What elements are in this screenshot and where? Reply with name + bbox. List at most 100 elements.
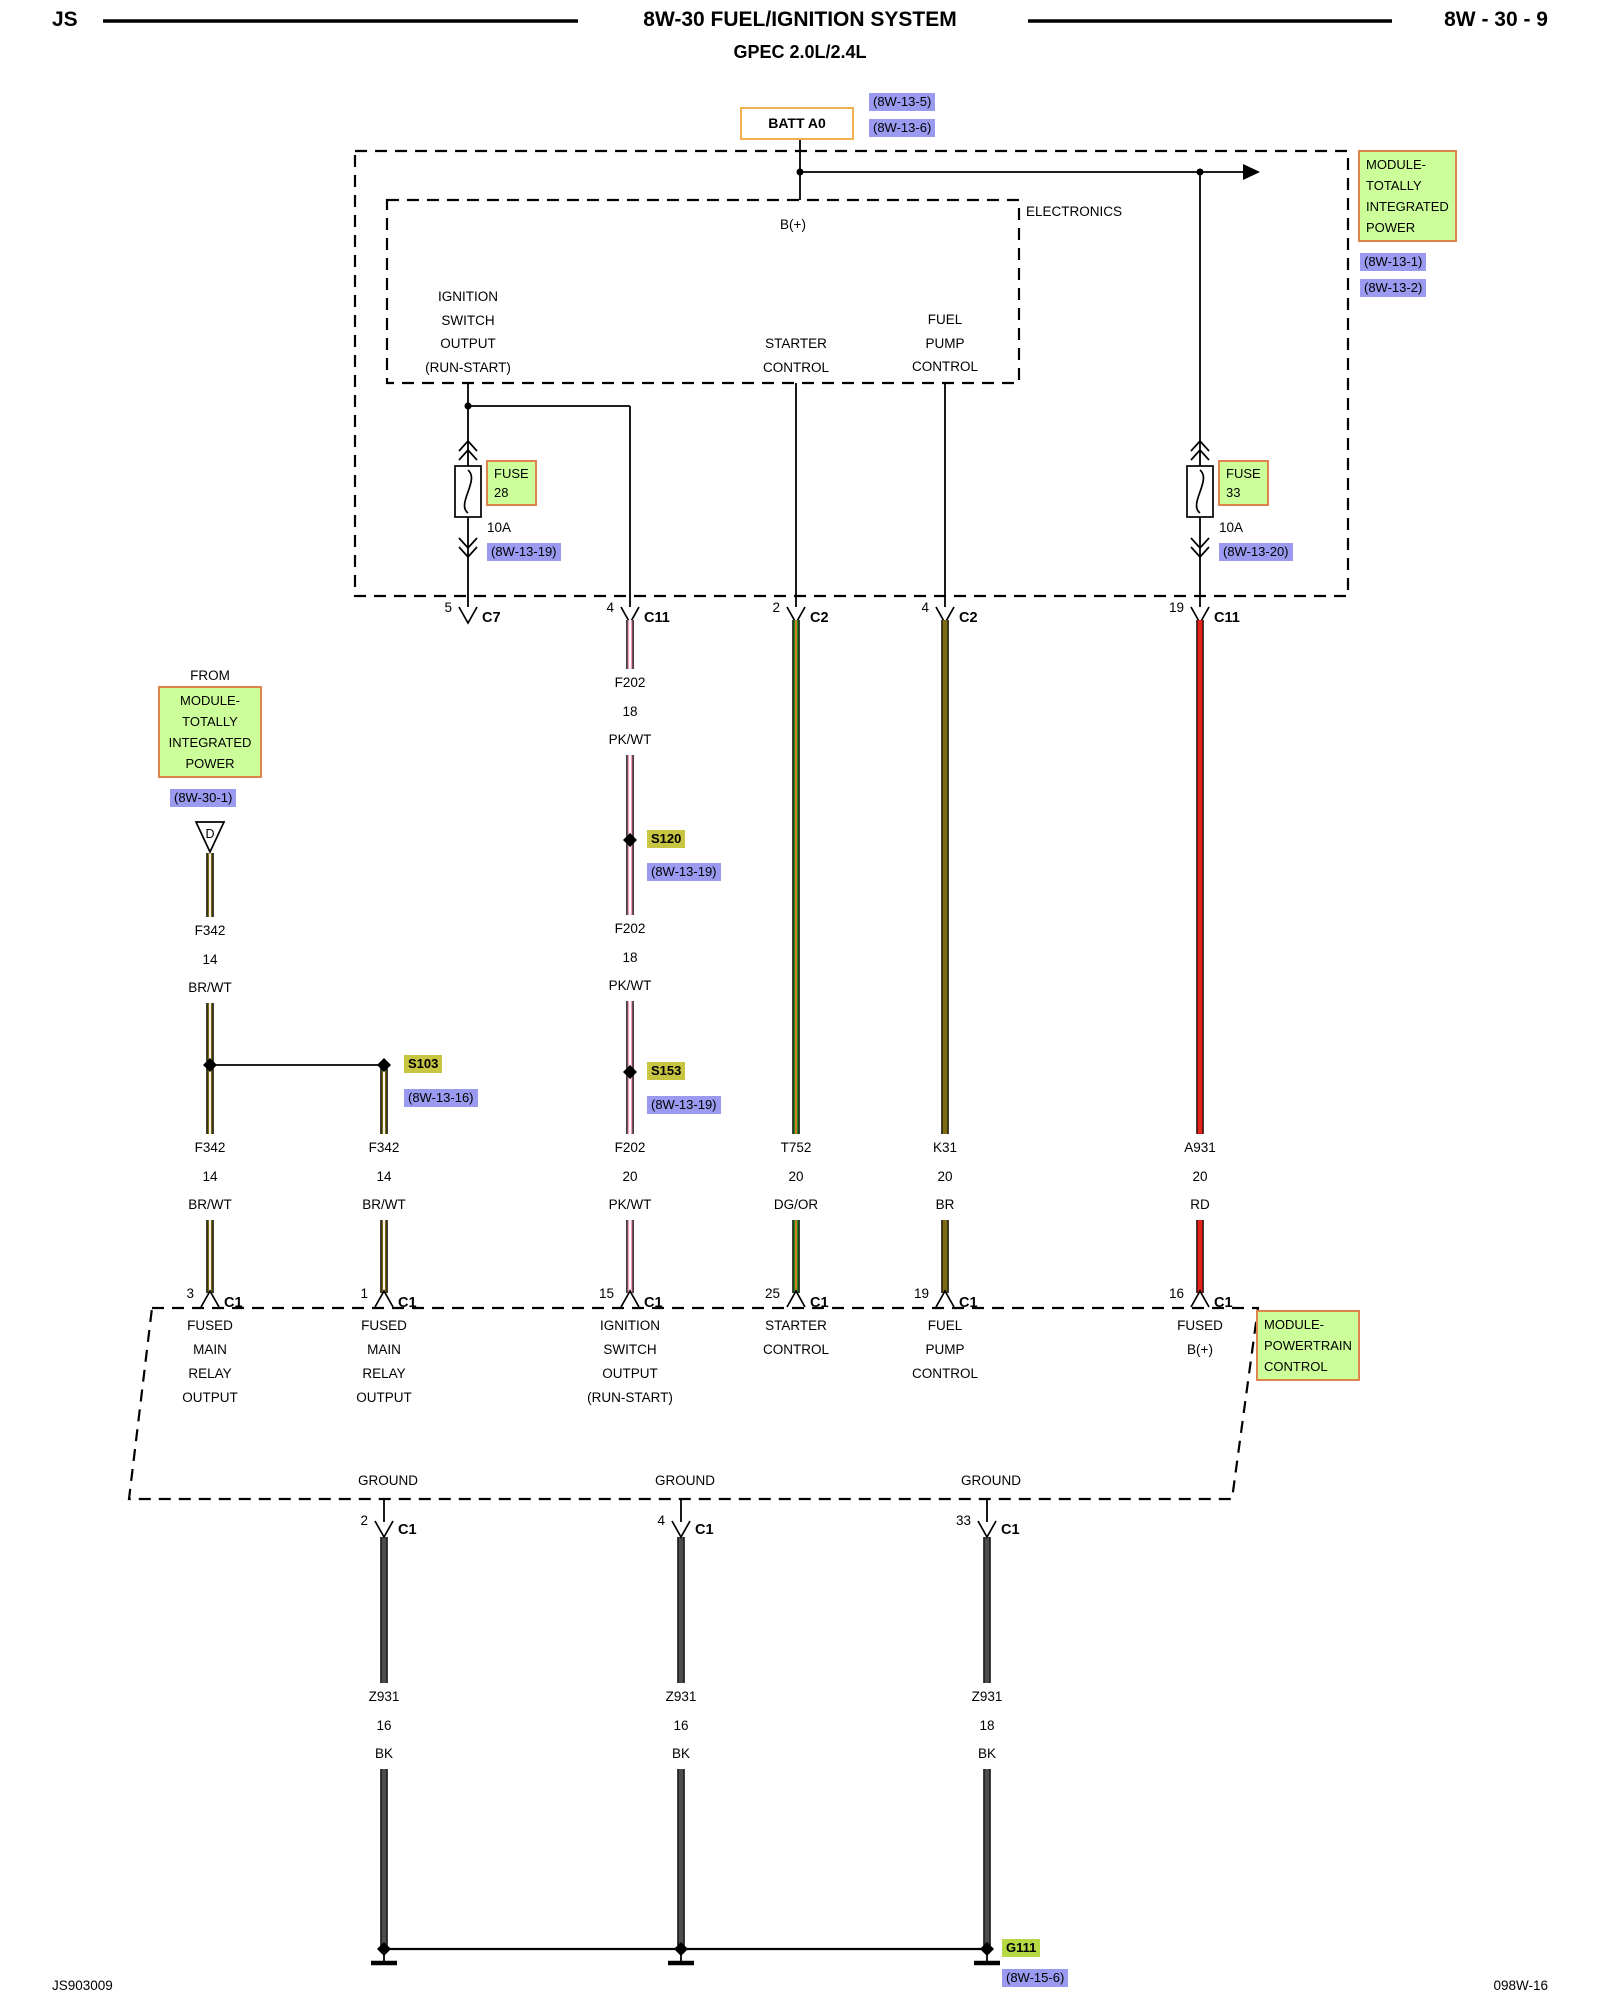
connector-name: C2 — [810, 610, 829, 626]
connector-name: C2 — [959, 610, 978, 626]
tipm-ignition-output-label: IGNITION SWITCH OUTPUT (RUN-START) — [425, 289, 511, 375]
connector-name: C1 — [398, 1295, 417, 1311]
connector-name: C1 — [398, 1522, 417, 1538]
fuse-28-label: FUSE 28 — [486, 460, 537, 506]
drawing-number: JS903009 — [52, 1978, 113, 1993]
reference-link: (8W-13-1) — [1360, 253, 1427, 271]
pcm-ground-label: GROUND — [655, 1473, 715, 1488]
tipm-name-box: MODULE- TOTALLY INTEGRATED POWER — [1358, 150, 1457, 242]
source-module-box: MODULE- TOTALLY INTEGRATED POWER — [158, 686, 262, 778]
reference-link: (8W-13-2) — [1360, 279, 1427, 297]
connector-name: C1 — [959, 1295, 978, 1311]
connector-pin: 15 — [598, 1286, 614, 1301]
connector-pin: 5 — [444, 600, 452, 615]
connector-name: C11 — [1214, 610, 1240, 626]
sheet-reference: 098W-16 — [1493, 1978, 1548, 1993]
feed-arrowhead — [1243, 164, 1260, 180]
tipm-exit-connectors — [458, 606, 1210, 625]
reference-link: (8W-13-19) — [647, 1096, 721, 1114]
from-label: FROM — [190, 668, 230, 683]
pcm-ground-label: GROUND — [961, 1473, 1021, 1488]
reference-link: (8W-13-6) — [869, 119, 936, 137]
splice-diamonds — [203, 833, 994, 1956]
reference-link: (8W-30-1) — [170, 789, 237, 807]
connector-pin: 16 — [1168, 1286, 1184, 1301]
offpage-triangle-d: D — [194, 821, 226, 855]
fuse-33-label: FUSE 33 — [1218, 460, 1269, 506]
junction-dot — [796, 168, 804, 176]
connector-name: C1 — [224, 1295, 243, 1311]
splice-s103-label: S103 — [404, 1055, 443, 1073]
junction-dot — [1196, 168, 1204, 176]
splice-s120-label: S120 — [647, 830, 686, 848]
splice-s153-label: S153 — [647, 1062, 686, 1080]
reference-link: (8W-13-5) — [869, 93, 936, 111]
page-title: 8W-30 FUEL/IGNITION SYSTEM — [643, 8, 957, 31]
pcm-entry-connectors — [200, 1289, 1210, 1308]
connector-pin: 4 — [606, 600, 614, 615]
electronics-label: ELECTRONICS — [1026, 204, 1123, 219]
tipm-fuel-pump-control-label: FUEL PUMP CONTROL — [911, 312, 979, 374]
fuse-33-symbol — [1186, 439, 1214, 559]
pcm-ground-label: GROUND — [358, 1473, 418, 1488]
pcm-name-box: MODULE- POWERTRAIN CONTROL — [1256, 1310, 1360, 1381]
fuse-28-rating: 10A — [487, 520, 512, 535]
connector-pin: 4 — [921, 600, 929, 615]
connector-pin: 19 — [913, 1286, 929, 1301]
reference-link: (8W-13-16) — [404, 1089, 478, 1107]
connector-name: C1 — [695, 1522, 714, 1538]
pcm-ground-stubs — [383, 1499, 988, 1522]
fuse-33-rating: 10A — [1219, 520, 1244, 535]
tipm-electronics-outline — [385, 198, 1021, 385]
sheet-code: JS — [52, 8, 78, 31]
reference-link: (8W-13-19) — [647, 863, 721, 881]
connector-name: C1 — [1214, 1295, 1233, 1311]
connector-pin: 1 — [360, 1286, 368, 1301]
batt-a0-box: BATT A0 — [740, 107, 854, 140]
connector-name: C1 — [1001, 1522, 1020, 1538]
connector-pin: 2 — [772, 600, 780, 615]
pcm-bottom-connectors — [374, 1520, 997, 1539]
connector-name: C11 — [644, 610, 670, 626]
reference-link: (8W-15-6) — [1002, 1969, 1069, 1987]
fuse-28-symbol — [454, 439, 482, 559]
reference-link: (8W-13-20) — [1219, 543, 1293, 561]
connector-name: C1 — [644, 1295, 663, 1311]
page-number: 8W - 30 - 9 — [1444, 8, 1548, 31]
connector-pin: 3 — [186, 1286, 194, 1301]
tipm-internal-wires — [467, 140, 1246, 607]
connector-pin: 19 — [1168, 600, 1184, 615]
connector-pin: 33 — [955, 1513, 971, 1528]
connector-name: C7 — [482, 610, 501, 626]
ground-g111-label: G111 — [1002, 1939, 1041, 1957]
reference-link: (8W-13-19) — [487, 543, 561, 561]
connector-name: C1 — [810, 1295, 829, 1311]
tipm-starter-control-label: STARTER CONTROL — [762, 336, 830, 375]
connector-pin: 2 — [360, 1513, 368, 1528]
connector-pin: 25 — [764, 1286, 780, 1301]
triangle-letter: D — [205, 827, 214, 841]
pcm-outline — [127, 1306, 1260, 1501]
junction-dot — [464, 402, 472, 410]
page-subtitle: GPEC 2.0L/2.4L — [733, 42, 867, 62]
